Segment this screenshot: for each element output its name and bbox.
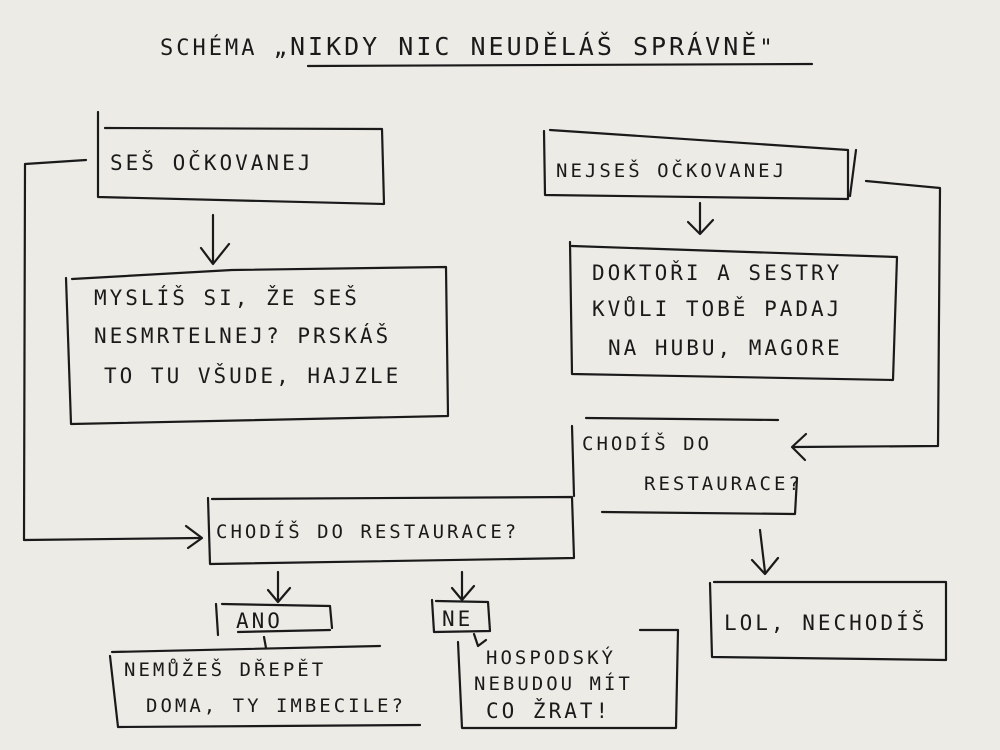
label-no: NE <box>430 598 492 634</box>
arrow-not-vaccinated-to-restaurant <box>790 179 942 462</box>
title-suffix: " <box>759 36 775 61</box>
box-doctors: DOKTOŘI A SESTRY KVŮLI TOBĚ PADAJ NA HUB… <box>568 240 899 382</box>
box-restaurant-right: CHODÍŠ DO RESTAURACE? <box>570 416 803 516</box>
box-imbecile-line-1: NEMŮŽEŠ DŘEPĚT <box>124 657 326 681</box>
arrow-vaccinated-to-restaurant <box>22 158 204 550</box>
arrow-restaurant-to-no <box>450 570 476 602</box>
label-yes: ANO <box>214 602 334 637</box>
box-immortal: MYSLÍŠ SI, ŽE SEŠ NESMRTELNEJ? PRSKÁŠ TO… <box>64 265 450 426</box>
arrow-yes-to-imbecile <box>262 635 268 650</box>
arrow-no-to-pub <box>472 632 488 648</box>
box-lol-text: LOL, NECHODÍŠ <box>724 610 927 635</box>
box-immortal-line-3: TO TU VŠUDE, HAJZLE <box>104 363 401 388</box>
box-pub: HOSPODSKÝ NEBUDOU MÍT CO ŽRAT! <box>456 628 680 730</box>
box-vaccinated-text: SEŠ OČKOVANEJ <box>110 150 313 175</box>
label-yes-text: ANO <box>236 609 283 633</box>
svg-text:SCHÉMA „NIKDY NIC NEUDĚLÁŠ SPR: SCHÉMA „NIKDY NIC NEUDĚLÁŠ SPRÁVNĚ" <box>160 31 776 61</box>
box-restaurant-center-text: CHODÍŠ DO RESTAURACE? <box>216 519 519 543</box>
box-not-vaccinated-text: NEJSEŠ OČKOVANEJ <box>556 158 787 182</box>
box-doctors-line-2: KVŮLI TOBĚ PADAJ <box>592 295 842 321</box>
box-pub-line-1: HOSPODSKÝ <box>486 646 616 669</box>
box-doctors-line-3: NA HUBU, MAGORE <box>608 336 843 360</box>
box-not-vaccinated: NEJSEŠ OČKOVANEJ <box>542 128 858 201</box>
arrow-vaccinated-to-immortal <box>199 213 231 266</box>
box-immortal-line-2: NESMRTELNEJ? PRSKÁŠ <box>94 323 391 348</box>
title-prefix: SCHÉMA „ <box>160 35 290 61</box>
title-emphasis: NIKDY NIC NEUDĚLÁŠ SPRÁVNĚ <box>290 31 759 61</box>
box-vaccinated: SEŠ OČKOVANEJ <box>96 110 386 206</box>
label-no-text: NE <box>442 607 473 631</box>
arrow-not-vaccinated-to-doctors <box>686 201 715 236</box>
arrow-restaurant-to-lol <box>750 528 780 576</box>
box-immortal-line-1: MYSLÍŠ SI, ŽE SEŠ <box>94 285 360 310</box>
box-lol: LOL, NECHODÍŠ <box>708 580 948 662</box>
flowchart-title: SCHÉMA „NIKDY NIC NEUDĚLÁŠ SPRÁVNĚ" <box>160 31 814 68</box>
box-restaurant-center: CHODÍŠ DO RESTAURACE? <box>206 495 576 566</box>
arrow-restaurant-to-yes <box>266 570 292 604</box>
box-imbecile-line-2: DOMA, TY IMBECILE? <box>146 695 406 717</box>
box-restaurant-right-line-2: RESTAURACE? <box>644 473 803 495</box>
title-underline <box>306 62 814 68</box>
box-doctors-line-1: DOKTOŘI A SESTRY <box>592 260 842 285</box>
box-restaurant-right-line-1: CHODÍŠ DO <box>582 431 712 455</box>
box-pub-line-2: NEBUDOU MÍT <box>474 672 633 695</box>
box-pub-line-3: CO ŽRAT! <box>486 698 611 723</box>
box-imbecile: NEMŮŽEŠ DŘEPĚT DOMA, TY IMBECILE? <box>108 644 422 729</box>
